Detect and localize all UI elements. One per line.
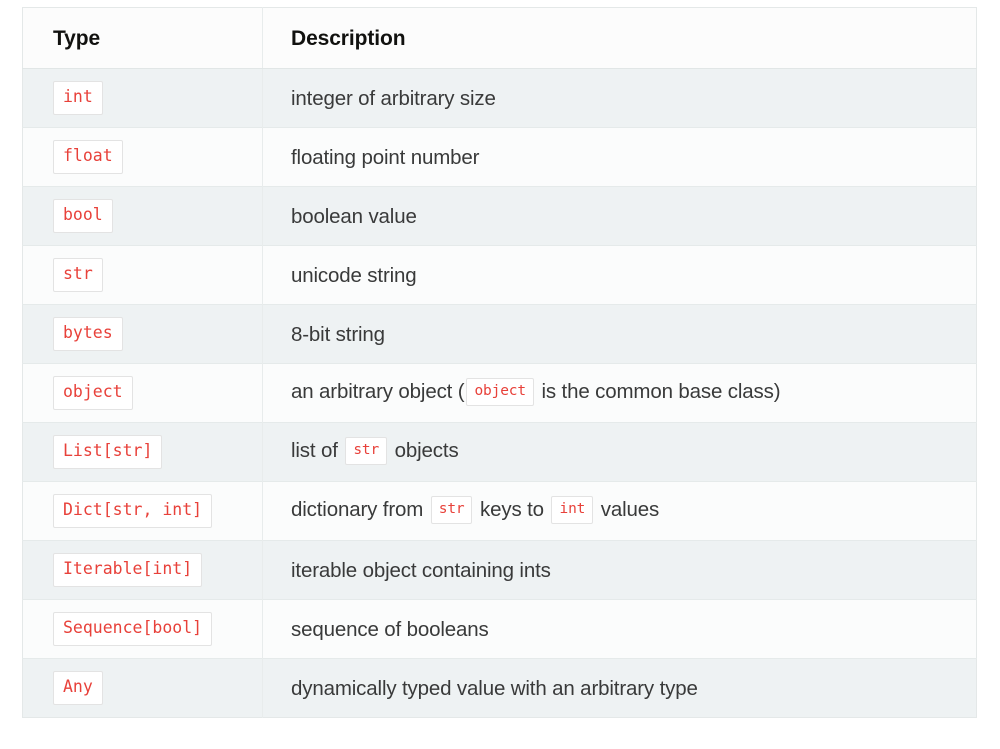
description-text: dynamically typed value with an arbitrar… <box>291 676 698 700</box>
description-cell: sequence of booleans <box>262 599 977 659</box>
type-cell: object <box>22 363 263 423</box>
type-cell: float <box>22 127 263 187</box>
description-cell: integer of arbitrary size <box>262 68 977 128</box>
table-body: int integer of arbitrary size float floatin… <box>22 68 977 718</box>
description-cell: list of str objects <box>262 422 977 482</box>
type-cell: Sequence[bool] <box>22 599 263 659</box>
inline-code-chip: str <box>430 496 473 524</box>
description-cell: dynamically typed value with an arbitrar… <box>262 658 977 718</box>
description-text: dictionary from <box>291 498 424 522</box>
type-cell: bytes <box>22 304 263 364</box>
description-text: objects <box>394 439 459 463</box>
description-cell: unicode string <box>262 245 977 305</box>
table-row: int integer of arbitrary size <box>22 68 977 128</box>
table-row: List[str] list of str objects <box>22 422 977 482</box>
table-row: bool boolean value <box>22 186 977 246</box>
description-text: floating point number <box>291 145 480 169</box>
type-code-chip: Iterable[int] <box>53 553 203 587</box>
type-reference-table: Type Description int integer of arbitrary… <box>22 7 977 718</box>
description-text: boolean value <box>291 204 417 228</box>
type-code-chip: Dict[str, int] <box>53 494 213 528</box>
type-cell: int <box>22 68 263 128</box>
description-text: sequence of booleans <box>291 617 489 641</box>
description-cell: boolean value <box>262 186 977 246</box>
type-cell: List[str] <box>22 422 263 482</box>
description-cell: floating point number <box>262 127 977 187</box>
table-row: Sequence[bool] sequence of booleans <box>22 599 977 659</box>
type-cell: Dict[str, int] <box>22 481 263 541</box>
type-table-container: Type Description int integer of arbitrary… <box>22 7 977 718</box>
column-header-type: Type <box>22 7 263 69</box>
type-code-chip: List[str] <box>53 435 163 469</box>
description-text: list of <box>291 439 338 463</box>
description-cell: iterable object containing ints <box>262 540 977 600</box>
description-text: unicode string <box>291 263 417 287</box>
description-cell: dictionary from str keys to int values <box>262 481 977 541</box>
type-cell: Iterable[int] <box>22 540 263 600</box>
type-cell: Any <box>22 658 263 718</box>
description-text: an arbitrary object ( <box>291 380 465 404</box>
inline-code-chip: int <box>551 496 594 524</box>
table-row: bytes 8-bit string <box>22 304 977 364</box>
type-cell: str <box>22 245 263 305</box>
inline-code-chip: str <box>345 437 388 465</box>
description-cell: 8-bit string <box>262 304 977 364</box>
table-row: str unicode string <box>22 245 977 305</box>
description-text: keys to <box>480 498 544 522</box>
type-code-chip: object <box>53 376 133 410</box>
table-row: Iterable[int] iterable object containing … <box>22 540 977 600</box>
table-row: Dict[str, int] dictionary from str keys t… <box>22 481 977 541</box>
description-text: values <box>600 498 660 522</box>
description-text: iterable object containing ints <box>291 558 551 582</box>
type-code-chip: int <box>53 81 103 115</box>
type-code-chip: Sequence[bool] <box>53 612 213 646</box>
type-code-chip: str <box>53 258 103 292</box>
inline-code-chip: object <box>466 378 534 406</box>
table-header-row: Type Description <box>22 7 977 69</box>
table-row: Any dynamically typed value with an arbit… <box>22 658 977 718</box>
type-code-chip: bool <box>53 199 113 233</box>
type-cell: bool <box>22 186 263 246</box>
type-code-chip: float <box>53 140 123 174</box>
description-cell: an arbitrary object (object is the commo… <box>262 363 977 423</box>
description-text: 8-bit string <box>291 322 385 346</box>
table-row: float floating point number <box>22 127 977 187</box>
column-header-description: Description <box>262 7 977 69</box>
description-text: is the common base class) <box>541 380 781 404</box>
description-text: integer of arbitrary size <box>291 86 496 110</box>
type-code-chip: bytes <box>53 317 123 351</box>
type-code-chip: Any <box>53 671 103 705</box>
table-header: Type Description <box>22 7 977 69</box>
